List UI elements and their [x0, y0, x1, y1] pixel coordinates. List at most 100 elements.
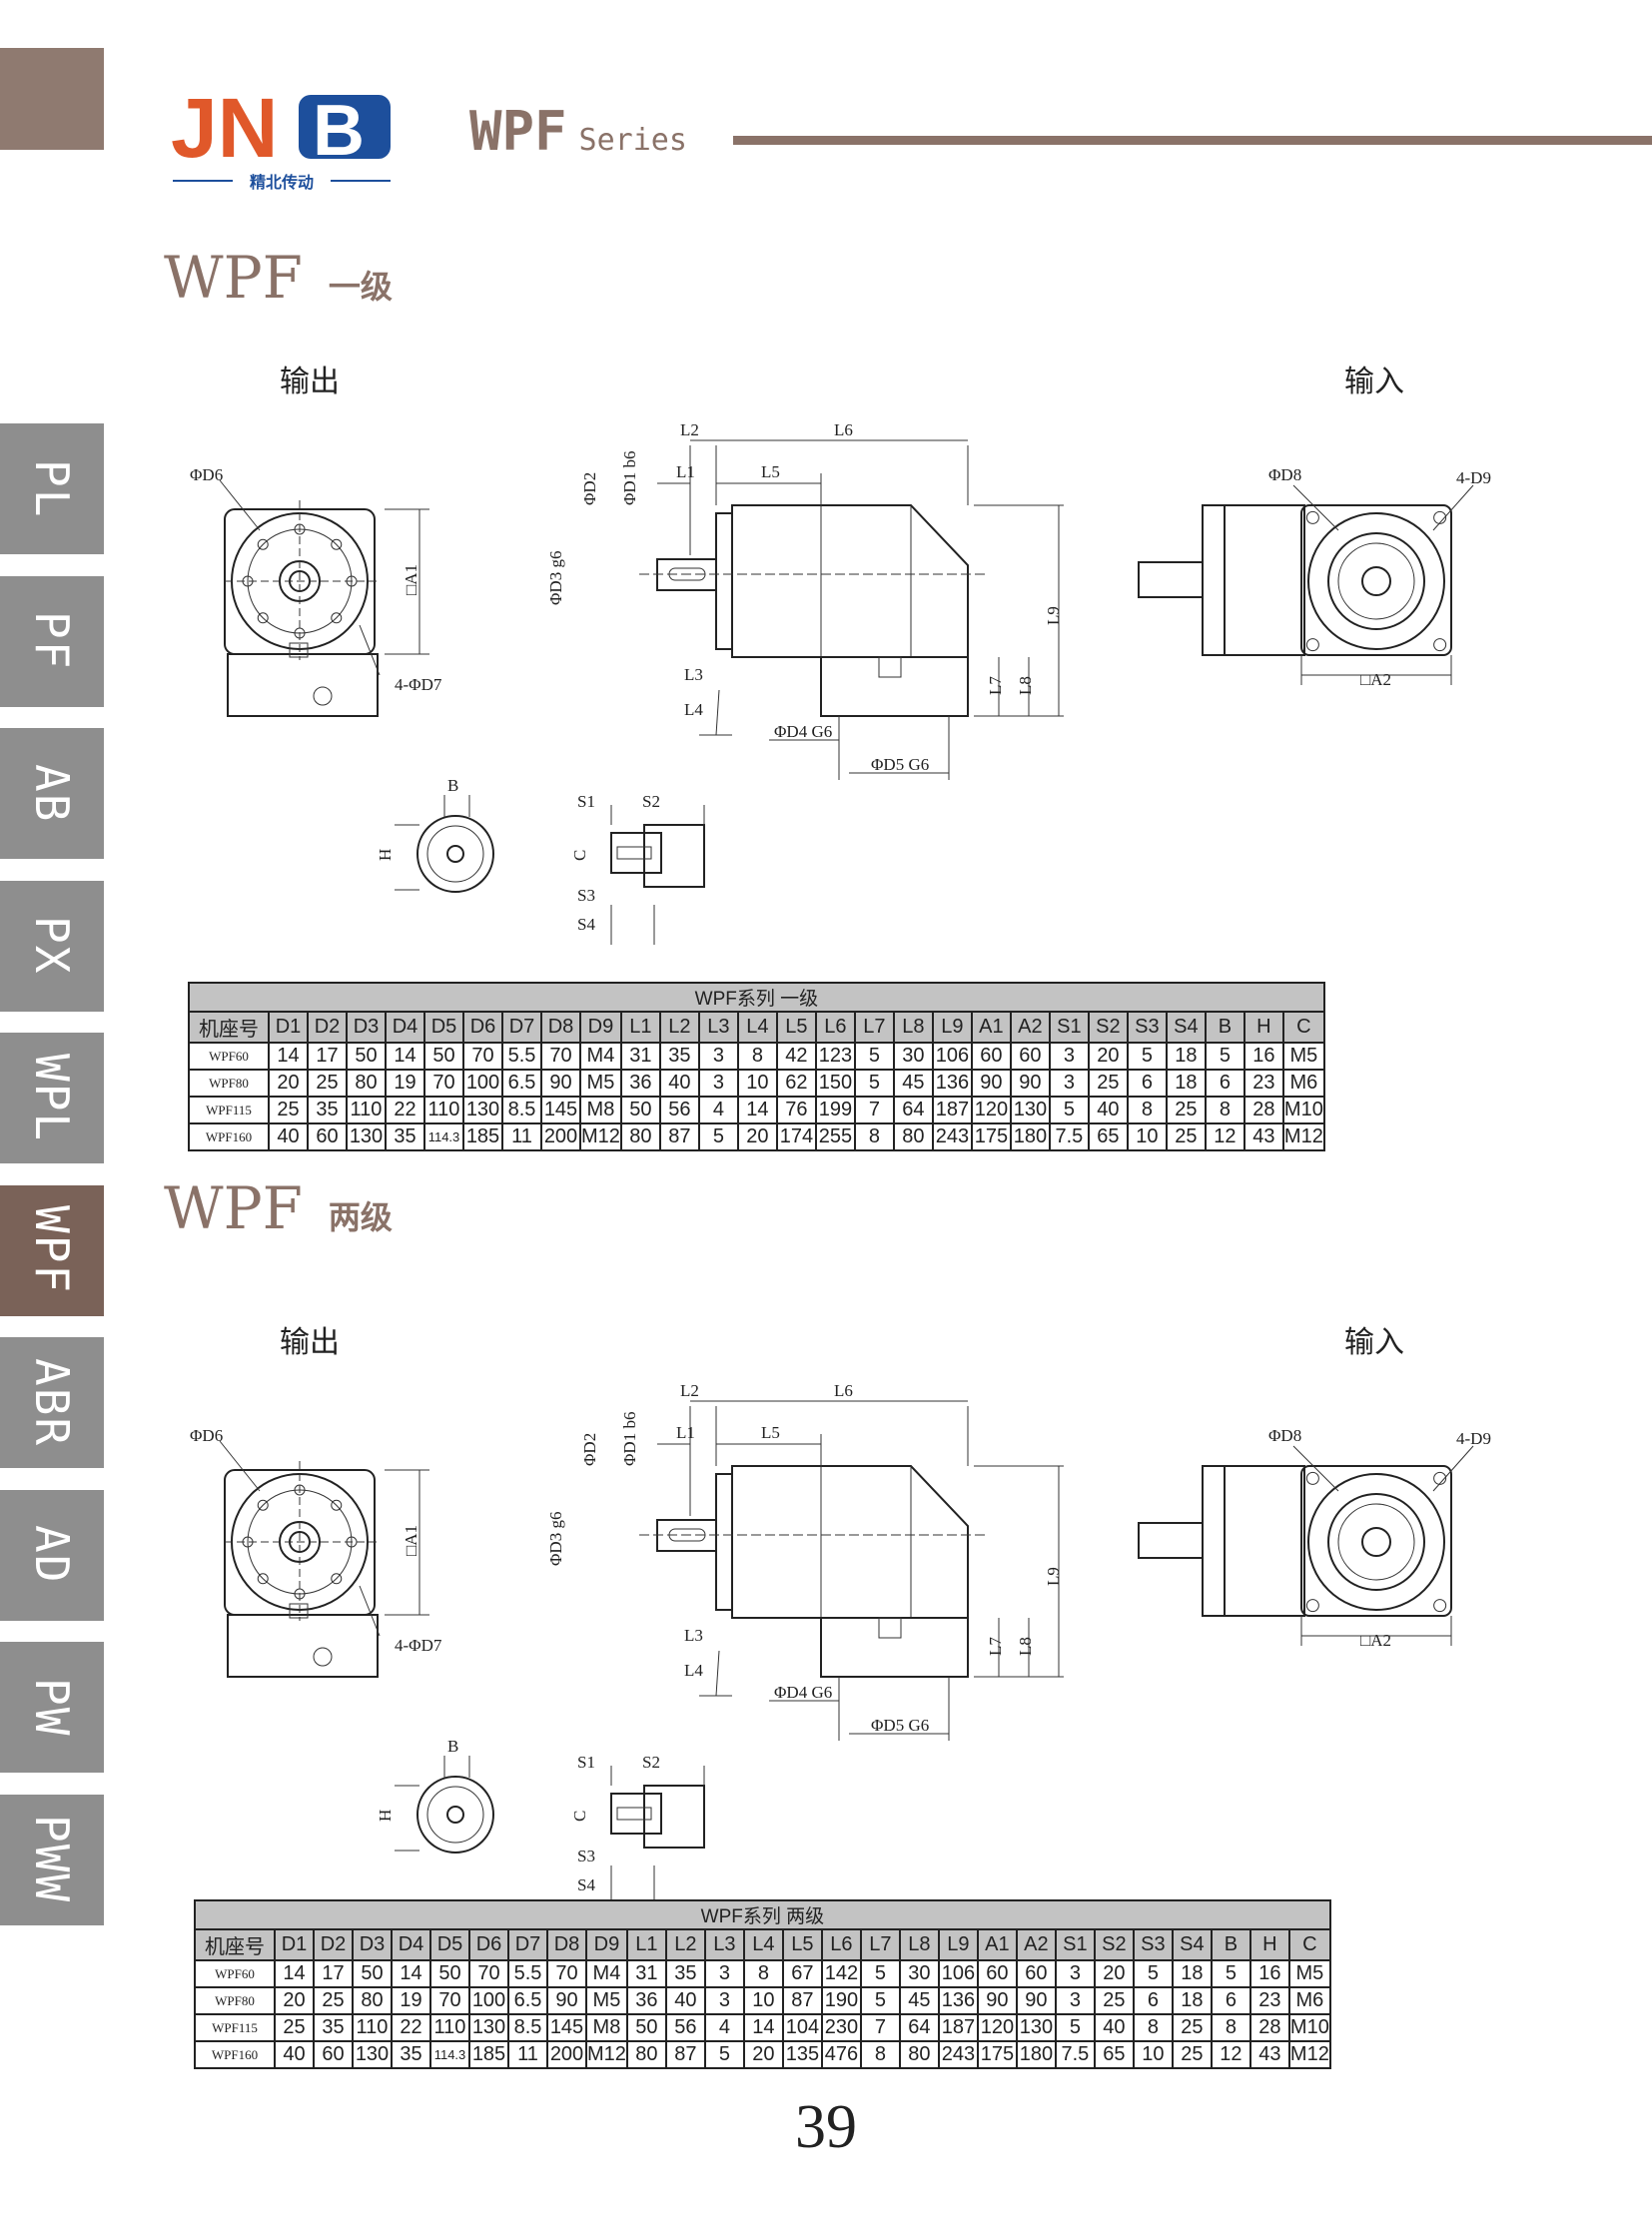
table-cell: 145: [540, 1096, 581, 1124]
label-l1: L1: [676, 462, 695, 481]
sidebar-tab-pf[interactable]: PF: [0, 575, 104, 707]
sidebar-tab-pl[interactable]: PL: [0, 423, 104, 554]
label-d5: ΦD5 G6: [871, 1716, 929, 1735]
table-cell: 50: [352, 1959, 393, 1988]
column-header: L1: [619, 1011, 661, 1044]
table-cell: 200: [540, 1122, 581, 1151]
table-cell: 25: [1171, 2040, 1213, 2069]
table-cell: 476: [820, 2040, 862, 2069]
table-cell: 90: [546, 1986, 587, 2015]
sidebar-tab-px[interactable]: PX: [0, 880, 104, 1012]
table-cell: 5: [1048, 1096, 1090, 1124]
table-cell: 5: [853, 1069, 895, 1098]
table-cell: WPF160: [188, 1122, 270, 1151]
label-d2: ΦD2: [580, 472, 599, 505]
label-l5: L5: [761, 462, 780, 481]
label-s3: S3: [577, 886, 595, 905]
sidebar-tab-ab[interactable]: AB: [0, 728, 104, 859]
label-l4: L4: [684, 700, 703, 719]
column-header: D7: [501, 1011, 542, 1044]
label-d9: 4-D9: [1456, 468, 1491, 487]
table-cell: 70: [468, 1959, 509, 1988]
column-header: D9: [579, 1011, 622, 1044]
column-header: S3: [1132, 1928, 1174, 1961]
side-view: [639, 439, 1064, 780]
table-cell: 8: [1132, 2013, 1174, 2042]
column-header: D1: [268, 1011, 309, 1044]
sidebar-tab-wpl[interactable]: WPL: [0, 1033, 104, 1163]
table-cell: 114.3: [429, 2040, 470, 2069]
section-subtitle: 两级: [328, 1198, 393, 1236]
column-header: L3: [703, 1928, 745, 1961]
table-cell: 130: [346, 1122, 387, 1151]
table-cell: WPF115: [188, 1096, 270, 1124]
column-header: D2: [307, 1011, 348, 1044]
column-header: D6: [462, 1011, 503, 1044]
table-cell: 50: [625, 2013, 667, 2042]
label-s2: S2: [642, 792, 660, 811]
column-header: L4: [736, 1011, 778, 1044]
table-cell: 20: [1093, 1959, 1135, 1988]
label-h: H: [376, 849, 395, 861]
table-cell: 6.5: [501, 1069, 542, 1098]
sidebar-tab-pww[interactable]: PWW: [0, 1794, 104, 1925]
label-l7: L7: [986, 676, 1005, 695]
column-header: A1: [970, 1011, 1012, 1044]
table-cell: 16: [1242, 1042, 1284, 1071]
table-cell: 50: [429, 1959, 470, 1988]
table-title: WPF系列 一级: [188, 982, 1325, 1013]
output-view: [219, 479, 429, 717]
table-cell: 90: [976, 1986, 1018, 2015]
table-cell: 35: [664, 1959, 706, 1988]
table-cell: 5.5: [507, 1959, 548, 1988]
table-cell: 3: [1048, 1069, 1090, 1098]
table-cell: 7.5: [1054, 2040, 1096, 2069]
shaft-key-detail: [395, 795, 705, 945]
label-input: 输入: [1344, 1325, 1404, 1360]
table-cell: M4: [579, 1042, 622, 1071]
column-header: S1: [1054, 1928, 1096, 1961]
sidebar-tab-label: PF: [25, 611, 79, 671]
table-cell: 130: [1009, 1096, 1051, 1124]
column-header: D2: [313, 1928, 354, 1961]
table-cell: M12: [579, 1122, 622, 1151]
table-cell: 14: [274, 1959, 315, 1988]
sidebar-tab-wpf[interactable]: WPF: [0, 1184, 104, 1316]
column-header: L1: [625, 1928, 667, 1961]
table-cell: 135: [781, 2040, 823, 2069]
label-b: B: [447, 776, 458, 795]
sidebar-tab-abr[interactable]: ABR: [0, 1337, 104, 1468]
table-cell: 8.5: [507, 2013, 548, 2042]
table-cell: 80: [898, 2040, 940, 2069]
sidebar-tab-ad[interactable]: AD: [0, 1489, 104, 1621]
table-cell: 106: [931, 1042, 973, 1071]
table-cell: 10: [1126, 1122, 1168, 1151]
label-s1: S1: [577, 1753, 595, 1772]
table-cell: 5: [1210, 1959, 1251, 1988]
label-d2: ΦD2: [580, 1433, 599, 1466]
label-input: 输入: [1344, 365, 1404, 399]
table-cell: 5: [1126, 1042, 1168, 1071]
table-cell: 30: [892, 1042, 934, 1071]
table-cell: 110: [423, 1096, 464, 1124]
column-header: D8: [540, 1011, 581, 1044]
table-cell: 187: [931, 1096, 973, 1124]
table-cell: 35: [307, 1096, 348, 1124]
table-cell: WPF60: [188, 1042, 270, 1071]
table-cell: M8: [579, 1096, 622, 1124]
label-d3: ΦD3 g6: [546, 551, 565, 605]
table-cell: 31: [625, 1959, 667, 1988]
sidebar-tab-pw[interactable]: PW: [0, 1642, 104, 1773]
side-view: [639, 1400, 1064, 1741]
table-cell: 5: [703, 2040, 745, 2069]
column-header: L7: [853, 1011, 895, 1044]
table-cell: 106: [937, 1959, 979, 1988]
